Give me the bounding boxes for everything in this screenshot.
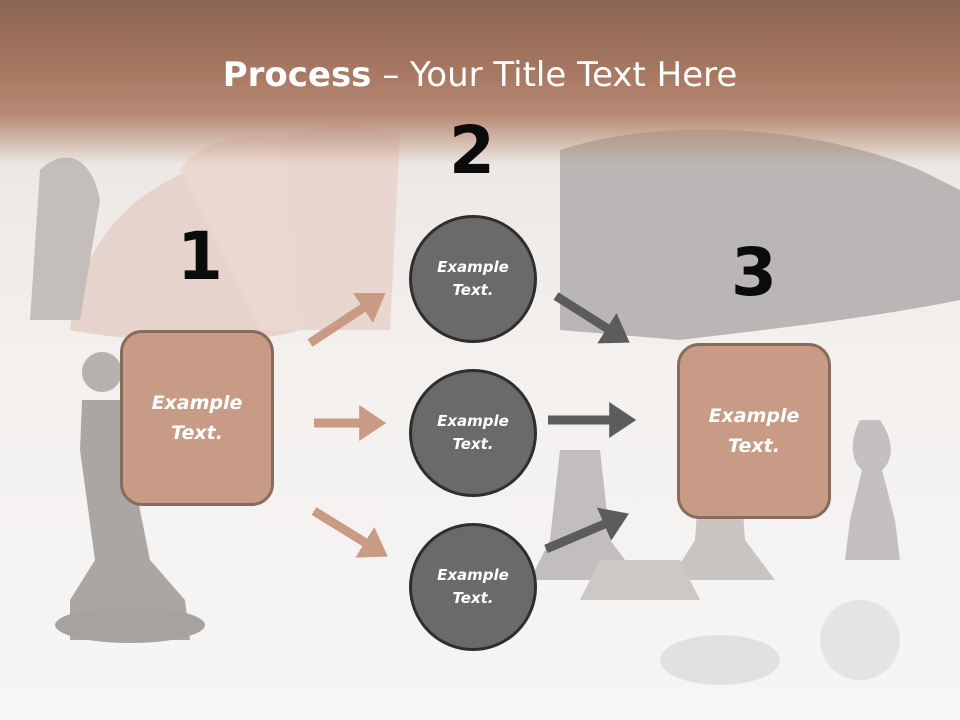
step-2-circle-1: Example Text. [409,215,537,343]
title-rest: – Your Title Text Here [371,55,738,95]
step-number-1: 1 [177,218,223,295]
title-band [0,0,960,165]
step-number-2: 2 [449,112,495,189]
slide-title: Process – Your Title Text Here [0,52,960,98]
title-bold: Process [222,55,372,95]
step-2-circle-2: Example Text. [409,369,537,497]
step-3-box: Example Text. [677,343,831,519]
step-1-box: Example Text. [120,330,274,506]
step-2-circle-3: Example Text. [409,523,537,651]
step-number-3: 3 [731,234,777,311]
